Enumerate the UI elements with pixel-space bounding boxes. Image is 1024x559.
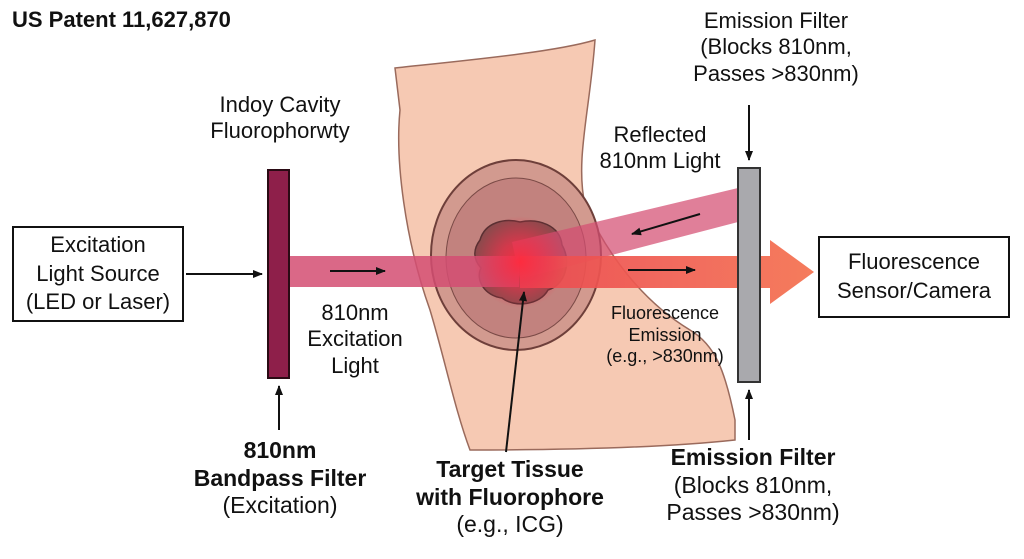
fluorescence-line-1: Fluorescence xyxy=(610,303,720,323)
target-pointer-arrow xyxy=(505,291,527,453)
excitation-label-line-2: Excitation xyxy=(307,326,403,352)
excitation-label-line-1: 810nm xyxy=(321,300,389,325)
bandpass-title-line-2: Bandpass Filter xyxy=(193,464,367,491)
reflected-light-label: Reflected 810nm Light xyxy=(570,122,750,175)
target-tissue-label: Target Tissue with Fluorophore (e.g., IC… xyxy=(385,456,635,539)
bandpass-title-line-1: 810nm xyxy=(243,437,317,463)
sensor-line-2: Sensor/Camera xyxy=(836,278,992,303)
emission-filter-top-label: Emission Filter (Blocks 810nm, Passes >8… xyxy=(668,8,884,87)
bandpass-filter xyxy=(267,169,290,379)
reflected-direction-arrow xyxy=(631,213,701,236)
fluorescence-emission-label: Fluorescence Emission (e.g., >830nm) xyxy=(590,303,740,368)
emission-filter xyxy=(737,167,761,383)
fluorescence-sensor-box: Fluorescence Sensor/Camera xyxy=(818,236,1010,318)
source-line-2: Light Source xyxy=(36,260,160,286)
emission-bottom-title: Emission Filter xyxy=(670,444,836,470)
emission-top-line-2: (Blocks 810nm, xyxy=(700,34,852,60)
emission-bottom-sub-1: (Blocks 810nm, xyxy=(673,471,833,498)
source-line-1: Excitation xyxy=(50,232,146,258)
cavity-label-line-2: Fluorophorwty xyxy=(210,118,350,144)
excitation-label: 810nm Excitation Light xyxy=(290,300,420,379)
target-title-line-2: with Fluorophore xyxy=(416,483,604,510)
fluorescence-line-2: Emission xyxy=(628,324,702,345)
excitation-source-box: Excitation Light Source (LED or Laser) xyxy=(12,226,184,322)
target-title-line-1: Target Tissue xyxy=(436,456,584,482)
reflected-line-2: 810nm Light xyxy=(599,148,721,174)
fluorescence-line-3: (e.g., >830nm) xyxy=(606,346,724,367)
cavity-label: Indoy Cavity Fluorophorwty xyxy=(180,92,380,145)
excitation-label-line-3: Light xyxy=(331,352,379,378)
fluorescence-glow xyxy=(474,216,566,308)
emission-top-line-3: Passes >830nm) xyxy=(693,60,859,86)
cavity-label-line-1: Indoy Cavity xyxy=(219,92,341,117)
patent-title: US Patent 11,627,870 xyxy=(12,7,231,32)
reflected-line-1: Reflected xyxy=(613,122,707,147)
emission-filter-bottom-label: Emission Filter (Blocks 810nm, Passes >8… xyxy=(648,444,858,527)
bandpass-filter-label: 810nm Bandpass Filter (Excitation) xyxy=(170,437,390,520)
emission-top-line-1: Emission Filter xyxy=(703,8,849,33)
emission-bottom-sub-2: Passes >830nm) xyxy=(666,499,840,526)
source-line-3: (LED or Laser) xyxy=(25,289,171,315)
sensor-line-1: Fluorescence xyxy=(847,249,981,275)
bandpass-sub: (Excitation) xyxy=(222,492,338,519)
target-sub: (e.g., ICG) xyxy=(456,511,564,538)
